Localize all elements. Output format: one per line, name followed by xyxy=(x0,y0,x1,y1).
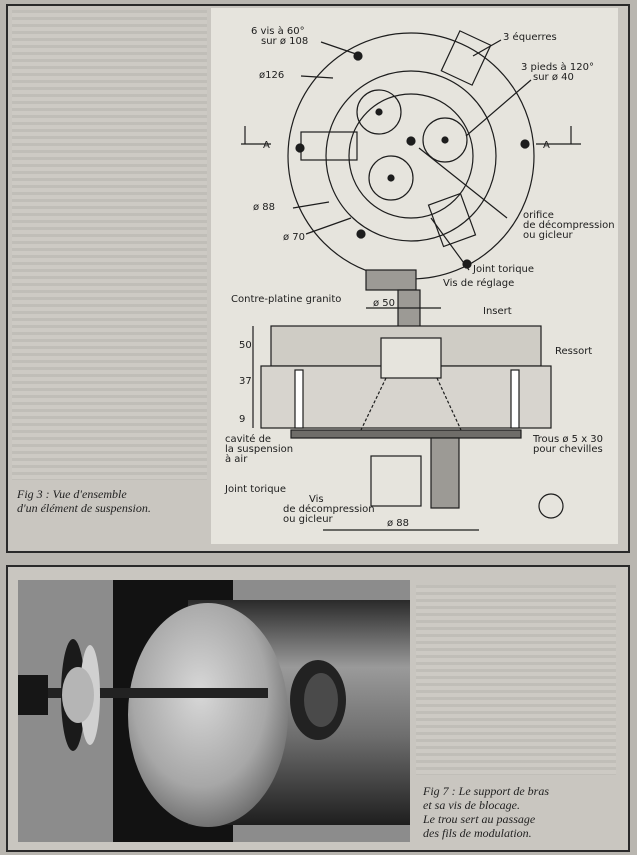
dowel-right xyxy=(510,369,520,429)
label-orifice-3: ou gicleur xyxy=(523,230,574,241)
locking-screw xyxy=(48,688,268,698)
figure-3-caption: Fig 3 : Vue d'ensemble d'un élément de s… xyxy=(17,487,207,515)
label-three-brackets: 3 équerres xyxy=(503,31,557,43)
photo-svg xyxy=(18,580,410,842)
adjust-screw-head xyxy=(365,269,417,291)
knob-grip xyxy=(18,675,48,715)
screw-5 xyxy=(295,143,305,153)
label-o-ring-bottom: Joint torique xyxy=(224,484,286,495)
label-orifice-1: orifice xyxy=(523,210,554,221)
label-diameter-88-bottom: ø 88 xyxy=(387,518,409,529)
label-air-cavity-2: la suspension xyxy=(225,444,293,455)
foot-3 xyxy=(368,155,414,201)
bleed-through-text-2 xyxy=(416,585,616,775)
label-dim-50: 50 xyxy=(239,340,252,351)
label-diameter-88-top: ø 88 xyxy=(253,202,275,213)
label-diameter-70: ø 70 xyxy=(283,232,305,243)
fig7-caption-line-4: des fils de modulation. xyxy=(423,826,532,840)
label-six-screws-1: 6 vis à 60° xyxy=(251,25,305,37)
foot-2 xyxy=(422,117,468,163)
spring-right xyxy=(436,377,462,431)
screw-2 xyxy=(520,139,530,149)
label-insert: Insert xyxy=(483,306,512,317)
screw-4 xyxy=(356,229,366,239)
ring-70 xyxy=(348,93,474,219)
label-decompression-screw-1: Vis xyxy=(309,494,324,505)
label-granite-plate: Contre-platine granito xyxy=(231,294,341,305)
label-section-a-right: A xyxy=(543,140,550,151)
fig3-caption-line-1: Fig 3 : Vue d'ensemble xyxy=(17,487,127,501)
bracket-bottom xyxy=(427,192,477,248)
foot-block xyxy=(370,455,422,507)
label-decompression-screw-3: ou gicleur xyxy=(283,514,334,525)
outer-disc-126 xyxy=(287,32,535,280)
label-section-a-left: A xyxy=(263,140,270,151)
label-three-feet-1: 3 pieds à 120° xyxy=(521,61,594,73)
label-adjust-screw: Vis de réglage xyxy=(443,277,514,289)
label-diameter-50: ø 50 xyxy=(373,298,395,309)
label-o-ring-top: Joint torique xyxy=(472,264,534,275)
label-air-cavity-1: cavité de xyxy=(225,433,271,445)
hole-mark xyxy=(538,493,564,519)
dowel-left xyxy=(294,369,304,429)
ring-108 xyxy=(325,70,497,242)
label-dim-37: 37 xyxy=(239,376,252,387)
cylinder-face xyxy=(128,603,288,827)
label-orifice-2: de décompression xyxy=(523,219,615,231)
knurled-nut xyxy=(62,667,94,723)
label-holes-1: Trous ø 5 x 30 xyxy=(532,434,603,445)
label-air-cavity-3: à air xyxy=(225,453,248,465)
label-six-screws-2: sur ø 108 xyxy=(261,36,308,47)
fig7-caption-line-1: Fig 7 : Le support de bras xyxy=(423,784,549,798)
foot-screw-2 xyxy=(441,136,449,144)
label-dim-9: 9 xyxy=(239,414,245,425)
technical-drawing: 6 vis à 60° sur ø 108 3 équerres 3 pieds… xyxy=(211,8,618,544)
label-holes-2: pour chevilles xyxy=(533,444,603,455)
label-diameter-126: ø126 xyxy=(259,70,284,81)
bracket-top xyxy=(440,30,492,86)
insert-cavity xyxy=(380,337,442,379)
foot-screw-3 xyxy=(387,174,395,182)
foot-post xyxy=(430,437,460,509)
figure-7-caption: Fig 7 : Le support de bras et sa vis de … xyxy=(423,784,613,840)
foot-screw-1 xyxy=(375,108,383,116)
bracket-left xyxy=(300,131,358,161)
bleed-through-text xyxy=(12,10,207,480)
label-spring: Ressort xyxy=(555,346,592,357)
fig7-caption-line-3: Le trou sert au passage xyxy=(423,812,536,826)
base-plate xyxy=(290,429,522,439)
label-decompression-screw-2: de décompression xyxy=(283,503,375,515)
label-three-feet-2: sur ø 40 xyxy=(533,72,574,83)
fig7-caption-line-2: et sa vis de blocage. xyxy=(423,798,520,812)
fig3-caption-line-2: d'un élément de suspension. xyxy=(17,501,151,515)
suspension-drawing-svg: 6 vis à 60° sur ø 108 3 équerres 3 pieds… xyxy=(224,25,615,531)
section-view xyxy=(252,269,564,531)
center-orifice xyxy=(406,136,416,146)
arm-support-photo xyxy=(18,580,410,842)
foot-1 xyxy=(356,89,402,135)
